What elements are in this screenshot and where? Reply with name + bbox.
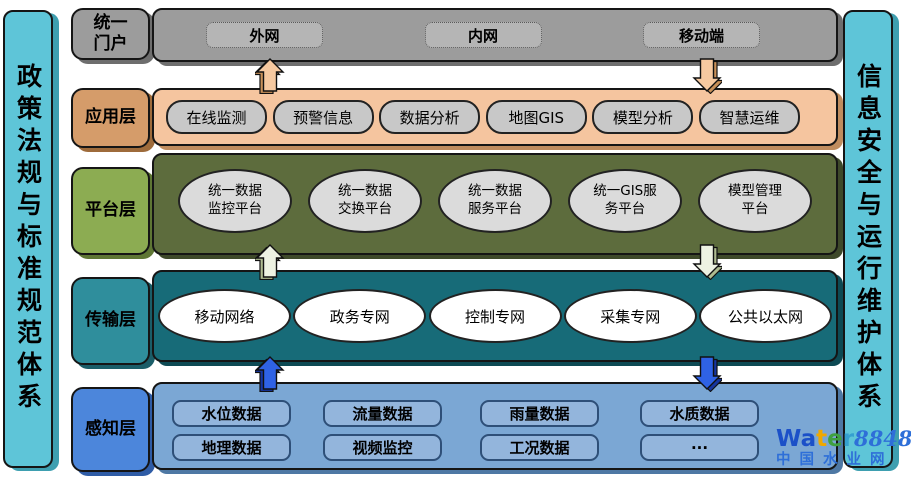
perception-layer-label: 感知层	[71, 387, 150, 472]
app-item-warning-info: 预警信息	[272, 100, 374, 134]
arrow-up-portal-app-icon	[255, 58, 285, 94]
perception-item-more: ···	[640, 434, 759, 461]
water8848-logo: Water8848.com 中国水业网	[776, 426, 911, 468]
arrow-up-platform-transport-icon	[255, 244, 285, 280]
arrow-down-portal-app-icon	[692, 58, 722, 94]
portal-item-external: 外网	[206, 22, 323, 48]
perception-item-video: 视频监控	[323, 434, 442, 461]
app-layer-label: 应用层	[71, 88, 150, 148]
platform-ellipse-model-mgmt: 模型管理 平台	[698, 169, 812, 233]
transport-ellipse-mobile-network: 移动网络	[158, 289, 291, 343]
portal-layer-bar: 外网 内网 移动端	[152, 8, 838, 62]
logo-number: 8848	[854, 426, 911, 451]
left-pillar-label: 政策法规与标准规范体系	[13, 63, 43, 415]
transport-ellipse-gov-network: 政务专网	[293, 289, 427, 343]
logo-subtitle: 中国水业网	[776, 452, 894, 468]
app-item-online-monitoring: 在线监测	[166, 100, 267, 134]
arrow-down-platform-transport-icon	[692, 244, 722, 280]
platform-ellipse-data-exchange: 统一数据 交换平台	[308, 169, 422, 233]
perception-item-flow: 流量数据	[323, 400, 442, 427]
platform-ellipse-data-monitoring: 统一数据 监控平台	[178, 169, 292, 233]
water8848-wordmark: Water8848.com	[776, 426, 911, 452]
left-pillar-policy: 政策法规与标准规范体系	[3, 10, 53, 468]
portal-item-mobile: 移动端	[643, 22, 760, 48]
platform-layer-label: 平台层	[71, 167, 150, 255]
perception-item-rainfall: 雨量数据	[480, 400, 599, 427]
logo-letter: t	[816, 426, 828, 452]
arrow-up-transport-perception-icon	[255, 356, 285, 392]
portal-item-internal: 内网	[424, 22, 542, 48]
app-item-data-analysis: 数据分析	[379, 100, 481, 134]
perception-item-working-condition: 工况数据	[480, 434, 599, 461]
right-pillar-security: 信息安全与运行维护体系	[843, 10, 893, 468]
app-item-map-gis: 地图GIS	[485, 100, 587, 134]
transport-ellipse-control-network: 控制专网	[428, 289, 562, 343]
logo-letter: a	[800, 426, 817, 452]
platform-ellipse-data-service: 统一数据 服务平台	[438, 169, 552, 233]
logo-letter: e	[827, 426, 843, 452]
arrow-down-transport-perception-icon	[692, 356, 722, 392]
right-pillar-label: 信息安全与运行维护体系	[853, 63, 883, 415]
logo-letter: W	[776, 426, 801, 452]
platform-layer-bar: 统一数据 监控平台 统一数据 交换平台 统一数据 服务平台 统一GIS服 务平台…	[152, 153, 838, 255]
app-item-model-analysis: 模型分析	[592, 100, 694, 134]
logo-letter: r	[842, 426, 855, 452]
app-layer-bar: 在线监测 预警信息 数据分析 地图GIS 模型分析 智慧运维	[152, 88, 838, 146]
transport-ellipse-public-ethernet: 公共以太网	[699, 289, 832, 343]
perception-item-water-level: 水位数据	[172, 400, 291, 427]
portal-layer-label: 统一 门户	[71, 8, 150, 60]
perception-item-geographic: 地理数据	[172, 434, 291, 461]
transport-ellipse-collection-network: 采集专网	[563, 289, 697, 343]
platform-ellipse-gis-service: 统一GIS服 务平台	[568, 169, 682, 233]
transport-layer-label: 传输层	[71, 277, 150, 365]
app-item-smart-ops: 智慧运维	[698, 100, 800, 134]
perception-layer-bar: 水位数据 流量数据 雨量数据 水质数据 地理数据 视频监控 工况数据 ···	[152, 382, 838, 470]
perception-item-water-quality: 水质数据	[640, 400, 759, 427]
transport-layer-bar: 移动网络 政务专网 控制专网 采集专网 公共以太网	[152, 270, 838, 362]
